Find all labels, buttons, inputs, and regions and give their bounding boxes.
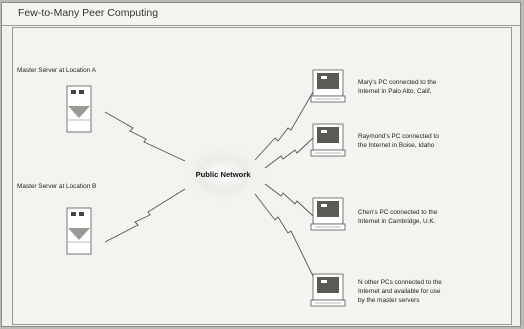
- server-icon: [66, 85, 92, 133]
- pc-icon: [310, 69, 346, 103]
- server-icon: [66, 207, 92, 255]
- title-bar: Few-to-Many Peer Computing: [2, 3, 520, 26]
- client-3-label-line1: Chen's PC connected to the: [358, 209, 438, 216]
- client-4-label-line3: by the master servers: [358, 297, 419, 304]
- client-4-label-line2: Internet and available for use: [358, 288, 441, 295]
- client-2-label-line2: the Internet in Boise, Idaho: [358, 142, 435, 149]
- server-a-label: Master Server at Location A: [17, 67, 97, 74]
- client-4-label-line1: N other PCs connected to the: [358, 279, 442, 286]
- link-client-3: [264, 183, 314, 217]
- client-1-label-line2: Internet in Palo Alto, Calif.: [358, 88, 432, 95]
- link-client-1: [254, 91, 314, 161]
- server-b-label: Master Server at Location B: [17, 183, 96, 190]
- client-2-label-line1: Raymond's PC connected to: [358, 133, 439, 140]
- diagram-canvas: Public Network Master Server at Location…: [17, 67, 442, 307]
- link-client-2: [264, 137, 314, 169]
- pc-icon: [310, 273, 346, 307]
- link-server-b: [104, 188, 186, 243]
- link-client-4: [254, 193, 314, 277]
- network-diagram: Public Network Master Server at Location…: [12, 27, 512, 325]
- client-3-label-line2: Internet in Cambridge, U.K.: [358, 218, 436, 225]
- pc-icon: [310, 123, 346, 157]
- hub-label: Public Network: [196, 170, 252, 179]
- network-links: [104, 91, 314, 277]
- client-1-label-line1: Mary's PC connected to the: [358, 79, 437, 86]
- pc-icon: [310, 197, 346, 231]
- link-server-a: [104, 111, 186, 162]
- public-network-hub: Public Network: [181, 144, 265, 204]
- window-title: Few-to-Many Peer Computing: [18, 7, 159, 19]
